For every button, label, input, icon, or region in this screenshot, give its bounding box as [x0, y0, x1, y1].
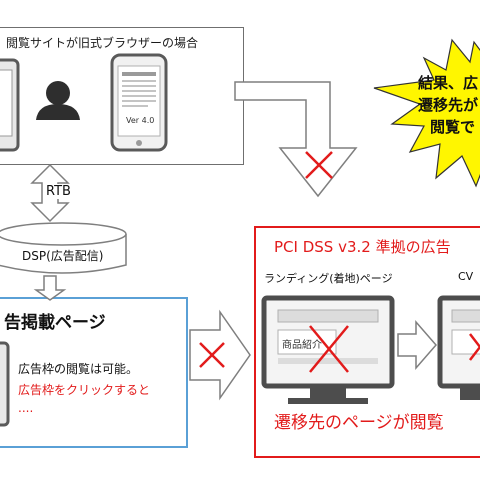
product-label: 商品紹介 — [282, 340, 322, 351]
phone-icon — [110, 53, 168, 152]
ad-panel-line-1: 広告枠の閲覧は可能。 — [18, 362, 139, 376]
user-icon — [36, 81, 80, 120]
dsp-down-arrow — [33, 275, 67, 301]
dsp-label: DSP(広告配信) — [22, 249, 104, 263]
ad-panel-line-2: 広告枠をクリックすると — [18, 383, 151, 397]
pci-bottom-text: 遷移先のページが閲覧 — [274, 413, 444, 433]
burst-line-2: 遷移先が — [418, 96, 479, 114]
dsp-cylinder — [0, 222, 127, 274]
landing-label: ランディング(着地)ページ — [264, 272, 393, 285]
tablet-icon — [0, 58, 20, 152]
elbow-arrow-browser — [234, 81, 358, 198]
ad-panel-line-3: .... — [18, 401, 34, 415]
monitor-arrow — [397, 319, 437, 371]
right-arrow-ad-to-pci — [189, 309, 251, 401]
rtb-label: RTB — [46, 184, 71, 199]
pci-panel-title: PCI DSS v3.2 準拠の広告 — [274, 238, 451, 256]
landing-monitor-icon — [261, 295, 395, 404]
ad-tablet-icon — [0, 341, 10, 427]
ad-page-panel — [0, 297, 188, 448]
browser-panel-title: 閲覧サイトが旧式ブラウザーの場合 — [6, 36, 199, 50]
cv-monitor-icon — [437, 295, 480, 400]
ad-panel-title: 告掲載ページ — [4, 313, 106, 333]
cv-label: CV — [458, 270, 474, 283]
burst-line-3: 閲覧で — [430, 118, 476, 136]
burst-text: 結果、広 遷移先が 閲覧で — [418, 72, 478, 138]
phone-version-label: Ver 4.0 — [126, 116, 155, 125]
burst-line-1: 結果、広 — [418, 74, 479, 92]
starburst-callout — [373, 38, 480, 188]
